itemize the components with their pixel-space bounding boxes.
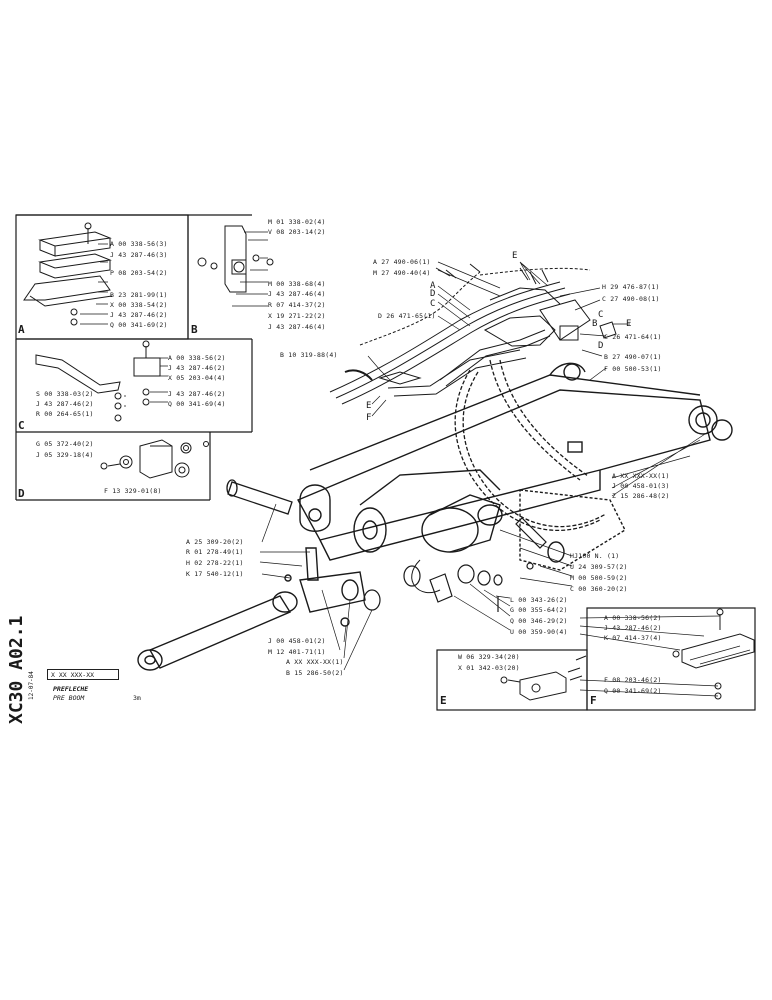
title-english: PRE BOOM — [53, 694, 85, 702]
letter-marker: E — [626, 319, 632, 329]
callout: J 43 287-46(2) — [36, 400, 94, 408]
callout: G 00 355-64(2) — [510, 606, 568, 614]
callout: B 27 490-07(1) — [604, 353, 662, 361]
callout: Z 15 286-48(2) — [612, 492, 670, 500]
callout: J 43 287-46(2) — [110, 311, 168, 319]
callout: Q 00 341-69(4) — [168, 400, 226, 408]
letter-marker: E — [512, 251, 518, 261]
callout: P 08 203-54(2) — [110, 269, 168, 277]
callout: J 05 329-18(4) — [36, 451, 94, 459]
callout: C 26 471-64(1) — [604, 333, 662, 341]
callout: A 00 338-56(3) — [110, 240, 168, 248]
callout: M 27 490-40(4) — [373, 269, 431, 277]
inset-d-drawing — [100, 439, 209, 479]
callout: Q 00 341-69(2) — [110, 321, 168, 329]
callout: R 07 414-37(2) — [268, 301, 326, 309]
inset-b-drawing — [197, 225, 274, 307]
title-code-box: X XX XXX-XX — [47, 669, 119, 680]
letter-marker: A — [430, 281, 436, 291]
inset-letter-a: A — [18, 323, 25, 336]
callout: M 12 401-71(1) — [268, 648, 326, 656]
letter-marker: E — [366, 401, 372, 411]
letter-marker: B — [592, 319, 598, 329]
pre-boom-body — [297, 362, 733, 594]
callout: J 00 458-01(2) — [268, 637, 326, 645]
callout: A XX XXX-XX(1) — [286, 658, 344, 666]
callout: C 00 360-20(2) — [570, 585, 628, 593]
callout: F 00 500-53(1) — [604, 365, 662, 373]
bushings — [363, 517, 547, 612]
inset-letter-f: F — [590, 694, 597, 707]
letter-marker: F — [366, 413, 372, 423]
sheet-label: XC30 A02.1 12-07-84 — [6, 616, 36, 726]
inset-letter-e: E — [440, 694, 447, 707]
inset-c-drawing — [35, 340, 168, 422]
callout: L 00 343-26(2) — [510, 596, 568, 604]
callout: J 43 287-46(2) — [604, 624, 662, 632]
callout: R 00 264-65(1) — [36, 410, 94, 418]
callout: H 29 476-87(1) — [602, 283, 660, 291]
callout: D 26 471-65(1) — [378, 312, 436, 320]
callout: A XX XXX-XX(1) — [612, 472, 670, 480]
callout: A 27 490-06(1) — [373, 258, 431, 266]
callout: C 27 490-08(1) — [602, 295, 660, 303]
callout: F 13 329-01(8) — [104, 487, 162, 495]
callout: HJ100 N. (1) — [570, 552, 620, 560]
callout: S 00 338-03(2) — [36, 390, 94, 398]
link-rod — [137, 547, 366, 671]
callout: F 08 203-46(2) — [604, 676, 662, 684]
callout: U 00 359-90(4) — [510, 628, 568, 636]
callout: M 01 338-02(4) — [268, 218, 326, 226]
callout: X 00 338-54(2) — [110, 301, 168, 309]
letter-marker: D — [598, 341, 604, 351]
callout: J 43 287-46(2) — [168, 364, 226, 372]
leader-lines — [259, 261, 721, 697]
callout: J 43 287-46(4) — [268, 323, 326, 331]
callout: H 02 278-22(1) — [186, 559, 244, 567]
sheet-code: XC30 A02.1 — [6, 615, 27, 724]
inset-letter-c: C — [18, 419, 25, 432]
callout: M 00 500-59(2) — [570, 574, 628, 582]
letter-marker: C — [430, 299, 436, 309]
callout: B 10 319-88(4) — [280, 351, 338, 359]
inset-letter-b: B — [191, 323, 198, 336]
callout: X 01 342-03(20) — [458, 664, 520, 672]
callout: Q 00 346-29(2) — [510, 617, 568, 625]
sheet-date: 12-07-84 — [28, 671, 35, 700]
callout: J 00 458-01(3) — [612, 482, 670, 490]
title-french: PREFLECHE — [53, 685, 89, 693]
callout: A 00 338-56(2) — [604, 614, 662, 622]
callout: K 17 540-12(1) — [186, 570, 244, 578]
callout: B 15 286-50(2) — [286, 669, 344, 677]
main-pin — [226, 479, 293, 515]
inset-letter-d: D — [18, 487, 25, 500]
hydraulic-hoses — [454, 359, 607, 532]
callout: B 23 281-99(1) — [110, 291, 168, 299]
callout: K 07 414-37(4) — [604, 634, 662, 642]
callout: U 24 309-57(2) — [570, 563, 628, 571]
callout: J 43 287-46(2) — [168, 390, 226, 398]
letter-marker: D — [430, 289, 436, 299]
callout: J 43 287-46(4) — [268, 290, 326, 298]
callout: G 05 372-40(2) — [36, 440, 94, 448]
callout: A 25 309-20(2) — [186, 538, 244, 546]
hose-bundle — [329, 263, 617, 405]
callout: W 06 329-34(20) — [458, 653, 520, 661]
callout: X 05 203-04(4) — [168, 374, 226, 382]
callout: Q 00 341-69(2) — [604, 687, 662, 695]
inset-f-drawing — [672, 608, 755, 700]
inset-a-drawing — [23, 222, 113, 326]
callout: M 00 338-68(4) — [268, 280, 326, 288]
callout: R 01 278-49(1) — [186, 548, 244, 556]
callout: A 00 338-56(2) — [168, 354, 226, 362]
title-block: X XX XXX-XX PREFLECHE PRE BOOM 3m — [47, 669, 159, 709]
letter-marker: C — [598, 310, 604, 320]
title-size: 3m — [133, 694, 141, 702]
callout: X 19 271-22(2) — [268, 312, 326, 320]
callout: J 43 287-46(3) — [110, 251, 168, 259]
callout: V 08 203-14(2) — [268, 228, 326, 236]
inset-e-drawing — [500, 655, 587, 701]
